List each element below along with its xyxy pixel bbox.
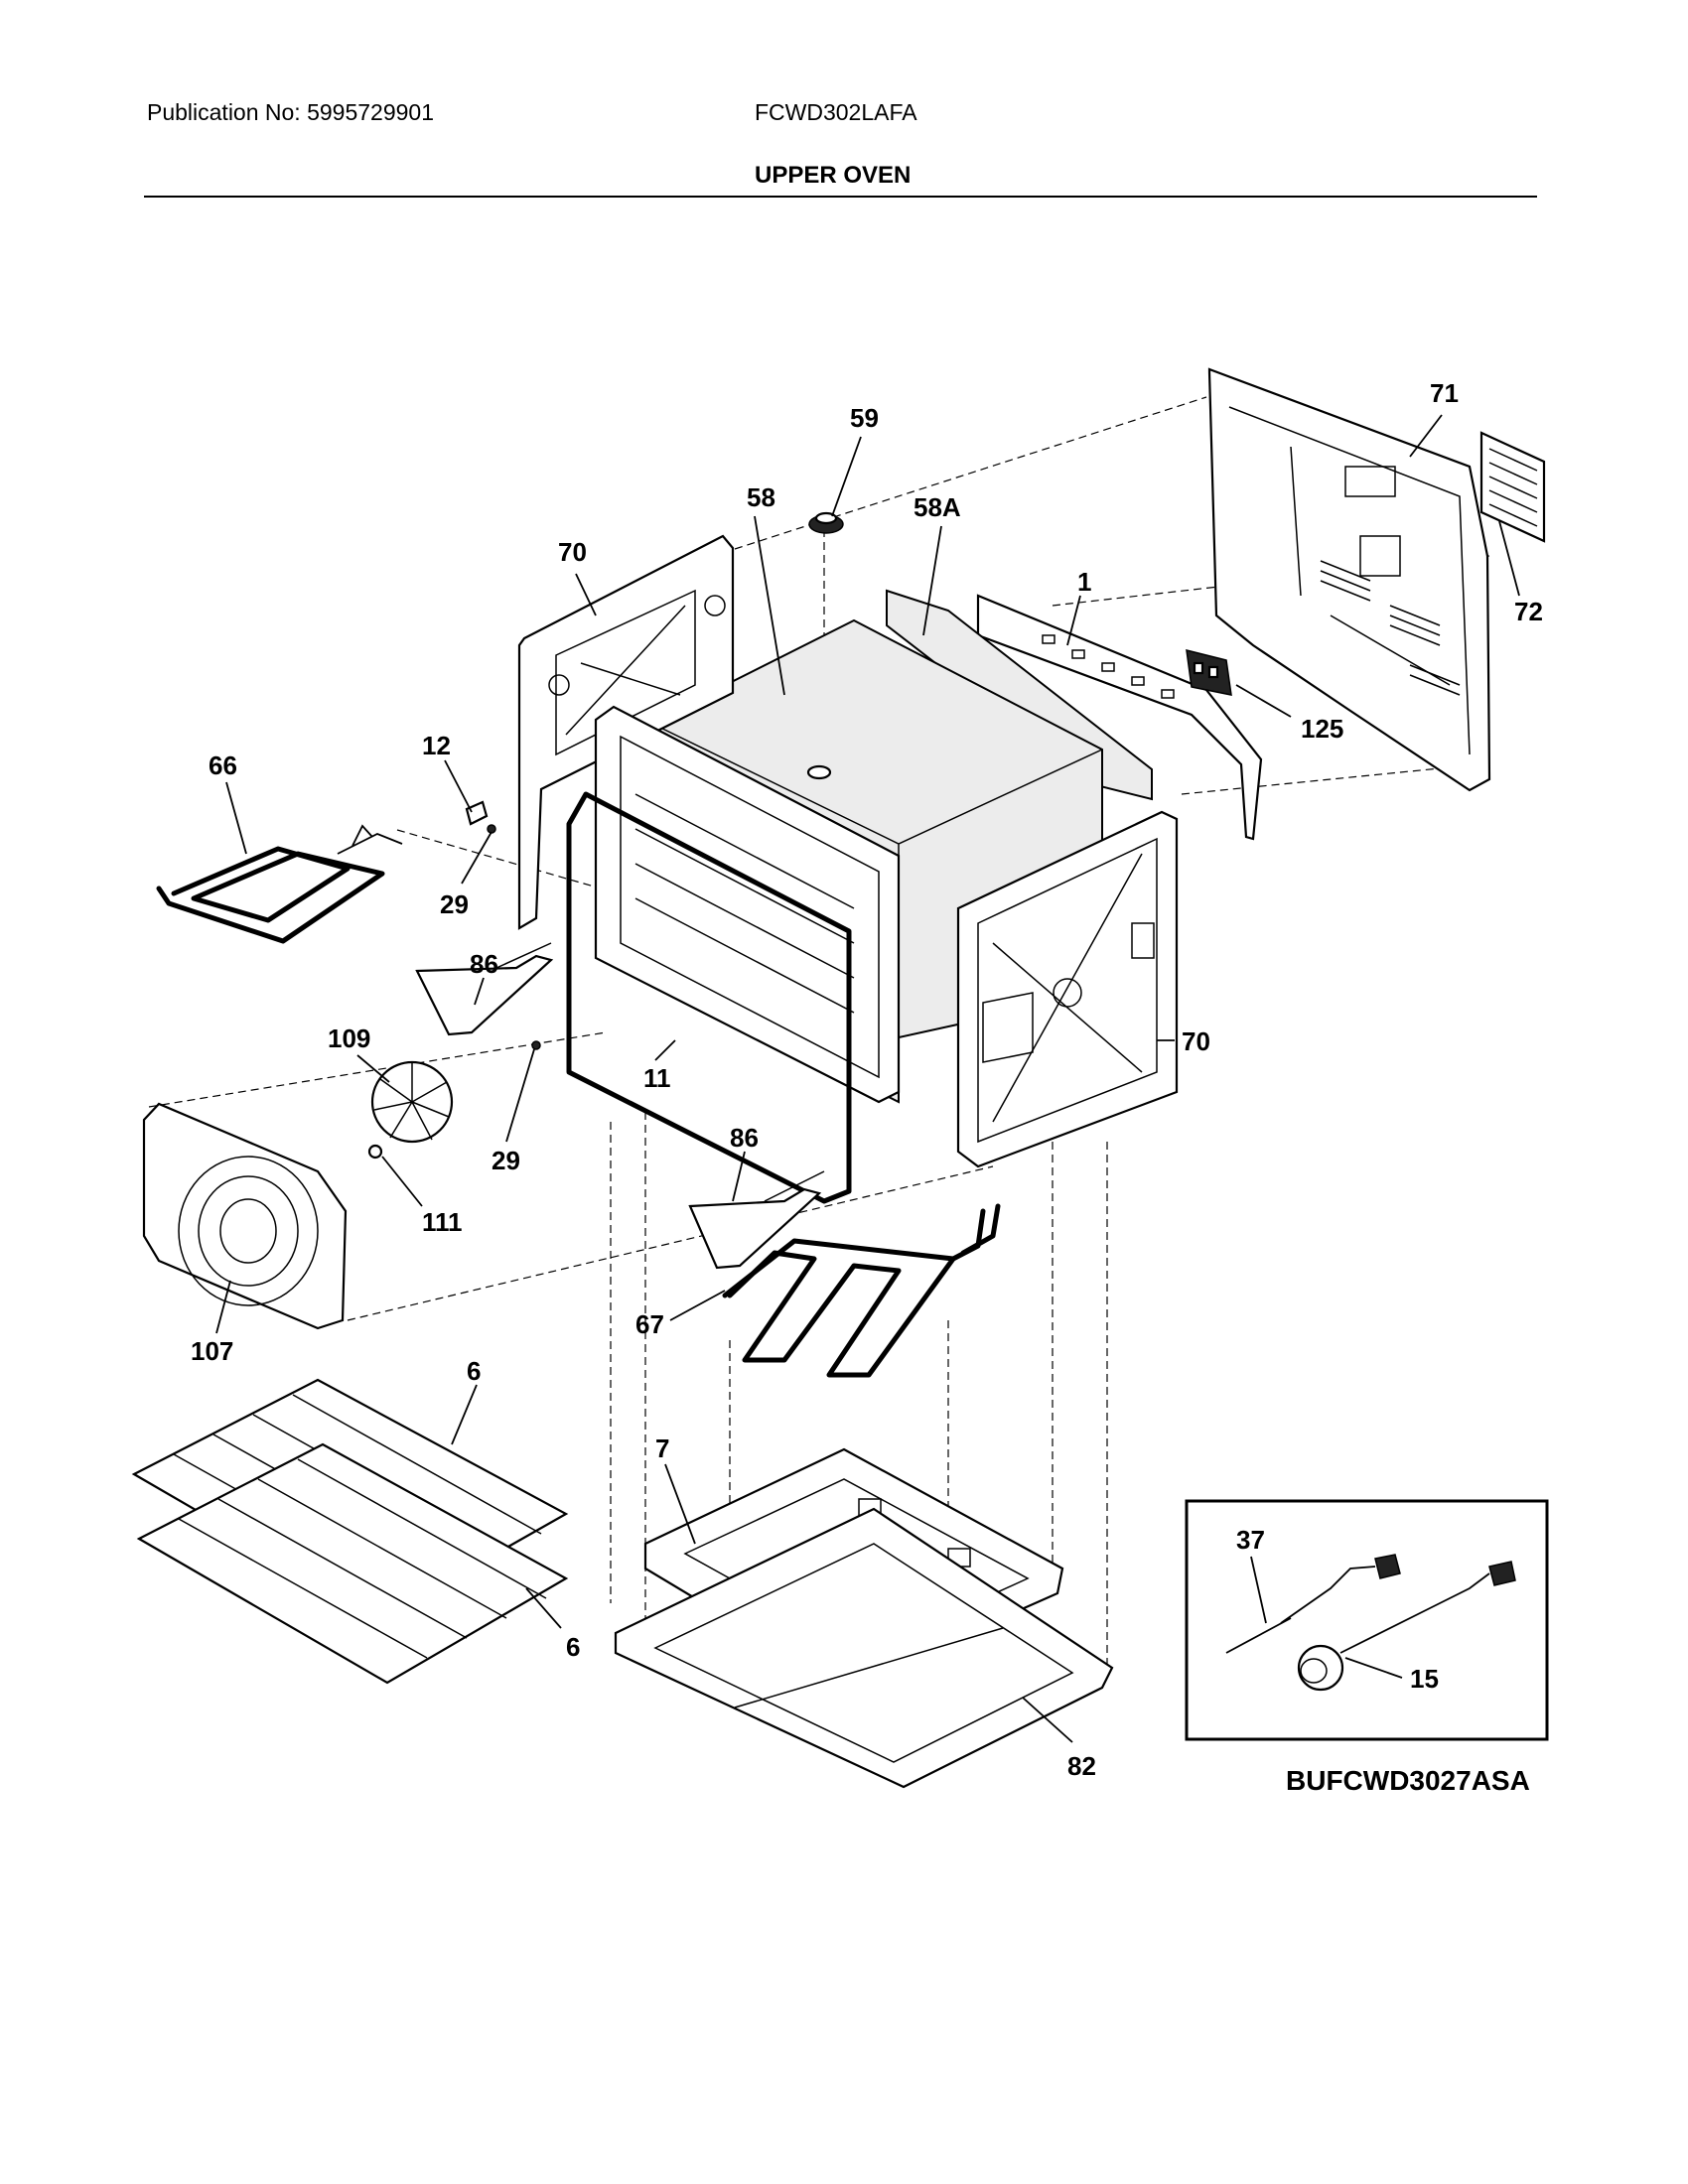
fan-cover	[142, 1102, 348, 1330]
control-bracket	[976, 594, 1263, 841]
callout-82: 82	[1067, 1751, 1096, 1781]
right-side-panel	[956, 810, 1179, 1168]
vent-grille	[1479, 431, 1546, 543]
terminal-block	[1186, 649, 1232, 696]
callout-15: 15	[1410, 1664, 1439, 1694]
rack-support-lower	[688, 1170, 825, 1270]
diagram-code: BUFCWD3027ASA	[1286, 1765, 1530, 1796]
callout-6-upper: 6	[467, 1356, 481, 1386]
oven-front-frame	[566, 705, 901, 1204]
bake-element	[722, 1203, 1001, 1378]
callout-59: 59	[850, 403, 879, 433]
header-rule	[144, 196, 1537, 198]
callout-125: 125	[1301, 714, 1343, 744]
rear-panel	[1207, 367, 1491, 792]
callout-labels: 59 58 58A 71 72 70 1 125 66 12 29 86 109…	[191, 378, 1543, 1796]
callout-71: 71	[1430, 378, 1459, 408]
callout-107: 107	[191, 1336, 233, 1366]
callout-11: 11	[643, 1063, 671, 1093]
convection-fan	[370, 1060, 454, 1144]
callout-58: 58	[747, 482, 775, 512]
inset-box	[1185, 1499, 1549, 1741]
model-number: FCWD302LAFA	[755, 99, 917, 125]
callout-86-lower: 86	[730, 1123, 759, 1153]
fan-nut	[367, 1144, 383, 1160]
callout-111: 111	[422, 1207, 463, 1237]
callout-29-upper: 29	[440, 889, 469, 919]
cavity-bottom	[614, 1507, 1114, 1789]
callout-66: 66	[209, 751, 237, 780]
callout-7: 7	[655, 1433, 669, 1463]
broil-element	[156, 824, 403, 944]
callout-86-upper: 86	[470, 949, 498, 979]
vent-cap	[808, 511, 844, 534]
callout-72: 72	[1514, 597, 1543, 626]
callout-29-lower: 29	[492, 1146, 520, 1175]
oven-rack-lower	[136, 1442, 569, 1685]
screw-29a	[487, 824, 496, 834]
callout-58a: 58A	[914, 492, 961, 522]
callout-6-lower: 6	[566, 1632, 580, 1662]
rack-support-upper	[415, 942, 554, 1036]
callout-37: 37	[1236, 1525, 1265, 1555]
callout-1: 1	[1077, 567, 1091, 597]
leader-lines	[215, 414, 1520, 1743]
callout-70-left: 70	[558, 537, 587, 567]
publication-number: Publication No: 5995729901	[147, 99, 435, 125]
callout-12: 12	[422, 731, 451, 760]
temp-sensor-15	[1297, 1561, 1516, 1692]
callout-70-right: 70	[1182, 1026, 1210, 1056]
callout-67: 67	[635, 1309, 664, 1339]
screw-29b	[531, 1040, 541, 1050]
section-title: UPPER OVEN	[755, 162, 912, 189]
sensor-12	[465, 800, 489, 826]
sensor-probe-37	[1225, 1554, 1401, 1654]
callout-109: 109	[328, 1024, 370, 1053]
